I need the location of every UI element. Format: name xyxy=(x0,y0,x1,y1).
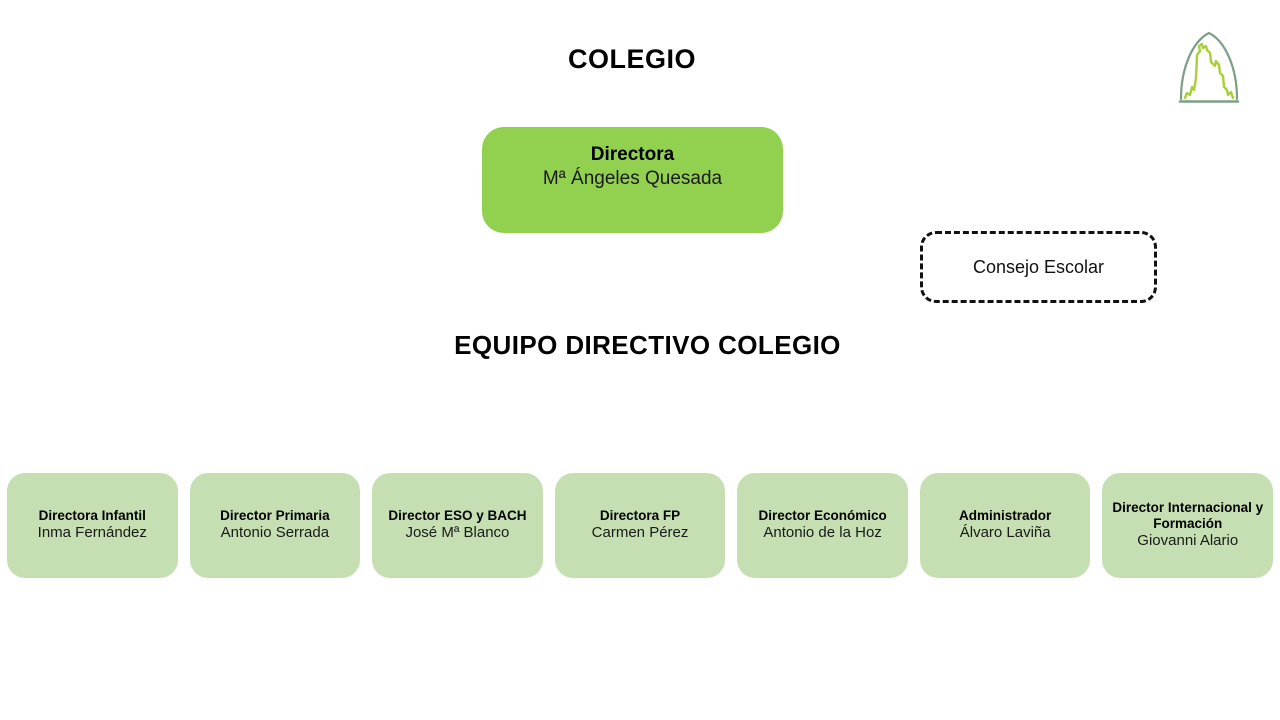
team-card-role: Administrador xyxy=(959,508,1052,524)
consejo-escolar-node[interactable]: Consejo Escolar xyxy=(920,231,1157,303)
team-card-name: Giovanni Alario xyxy=(1137,532,1239,550)
school-arch-logo-icon xyxy=(1176,29,1242,107)
team-card-name: Carmen Pérez xyxy=(591,524,689,542)
section-heading: EQUIPO DIRECTIVO COLEGIO xyxy=(454,330,841,360)
team-card-name: Inma Fernández xyxy=(37,524,147,542)
team-card-role: Directora Infantil xyxy=(38,508,146,524)
page-title: COLEGIO xyxy=(567,44,696,74)
consejo-escolar-label: Consejo Escolar xyxy=(972,256,1105,277)
team-card-name: Antonio Serrada xyxy=(220,524,330,542)
team-card-role: Director ESO y BACH xyxy=(388,508,527,524)
director-node[interactable]: Directora Mª Ángeles Quesada xyxy=(482,127,783,233)
team-card-role: Director Primaria xyxy=(220,508,330,524)
director-role: Directora xyxy=(590,144,675,165)
team-card-name: Álvaro Laviña xyxy=(959,524,1051,542)
team-card-name: Antonio de la Hoz xyxy=(763,524,882,542)
team-card-role: Director Económico xyxy=(758,508,887,524)
team-card-name: José Mª Blanco xyxy=(405,524,510,542)
team-card-role: Director Internacional y Formación xyxy=(1112,500,1264,532)
director-name: Mª Ángeles Quesada xyxy=(542,167,723,189)
team-card-role: Directora FP xyxy=(599,508,681,524)
